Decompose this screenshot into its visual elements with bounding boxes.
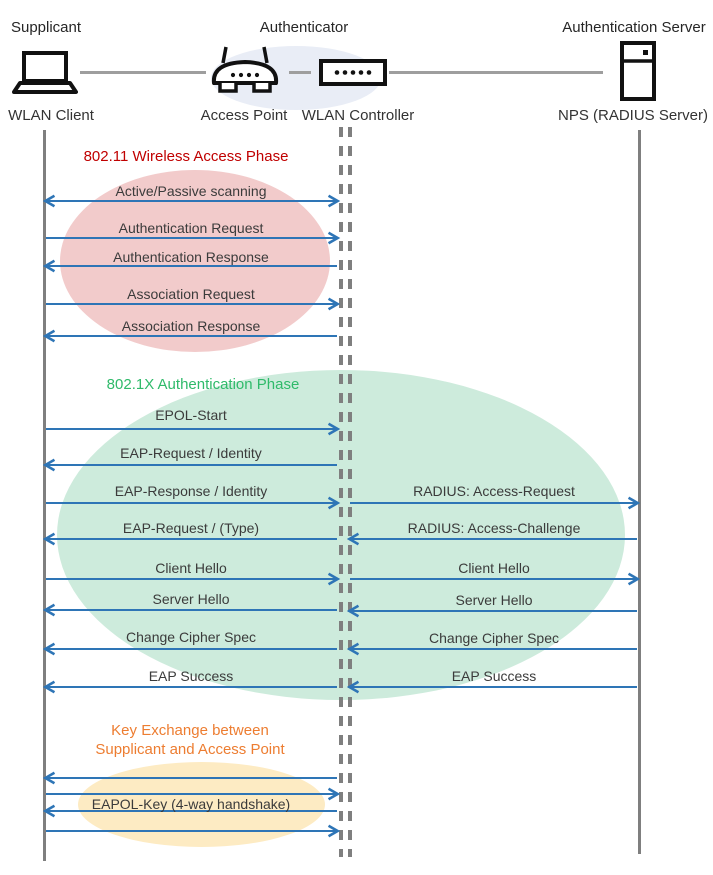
- role-title-authenticator: Authenticator: [259, 19, 349, 36]
- message-label: EAP-Request / Identity: [120, 445, 262, 461]
- message-label: EPOL-Start: [155, 407, 227, 423]
- message-label: EAP-Response / Identity: [114, 483, 268, 499]
- lifeline-wlan-client: [43, 130, 46, 861]
- lifeline-authenticator-outer: [348, 127, 352, 857]
- role-title-authentication-server: Authentication Server: [562, 19, 706, 36]
- device-label-wlan-client: WLAN Client: [8, 107, 94, 124]
- device-label-access-point: Access Point: [200, 107, 288, 124]
- laptop-icon: [12, 51, 78, 100]
- message-label: Association Response: [121, 318, 261, 334]
- message-label: EAP-Request / (Type): [122, 520, 260, 536]
- connector-wlc-server: [389, 71, 603, 74]
- message-label: RADIUS: Access-Challenge: [407, 520, 581, 536]
- access-point-icon: [208, 45, 282, 102]
- phase-8021x-authentication-title: 802.1X Authentication Phase: [106, 376, 300, 393]
- message-label: Association Request: [127, 286, 255, 302]
- connector-client-ap: [80, 71, 206, 74]
- lifeline-radius-server: [638, 130, 641, 854]
- phase-key-exchange-ellipse: [78, 762, 325, 847]
- message-label: RADIUS: Access-Request: [413, 483, 575, 499]
- connector-ap-wlc: [289, 71, 311, 74]
- phase-key-exchange-title: Key Exchange between Supplicant and Acce…: [95, 722, 285, 758]
- message-label: Authentication Request: [118, 220, 264, 236]
- server-icon: [619, 41, 657, 106]
- role-title-supplicant: Supplicant: [10, 19, 82, 36]
- device-label-wlan-controller: WLAN Controller: [301, 107, 415, 124]
- message-label: Change Cipher Spec: [429, 630, 559, 646]
- phase-80211-wireless-access-title: 802.11 Wireless Access Phase: [83, 148, 289, 165]
- message-label: Server Hello: [455, 592, 533, 608]
- message-label: Client Hello: [458, 560, 530, 576]
- message-label: EAP Success: [148, 668, 234, 684]
- message-label: EAP Success: [451, 668, 537, 684]
- device-label-nps: NPS (RADIUS Server): [557, 107, 709, 124]
- message-label: Server Hello: [152, 591, 230, 607]
- message-label: EAPOL-Key (4-way handshake): [91, 796, 291, 812]
- lifeline-authenticator-inner: [339, 127, 343, 857]
- message-label: Change Cipher Spec: [126, 629, 256, 645]
- message-label: Authentication Response: [113, 249, 269, 265]
- message-label: Client Hello: [155, 560, 227, 576]
- wlan-controller-icon: [319, 59, 387, 91]
- message-label: Active/Passive scanning: [115, 183, 267, 199]
